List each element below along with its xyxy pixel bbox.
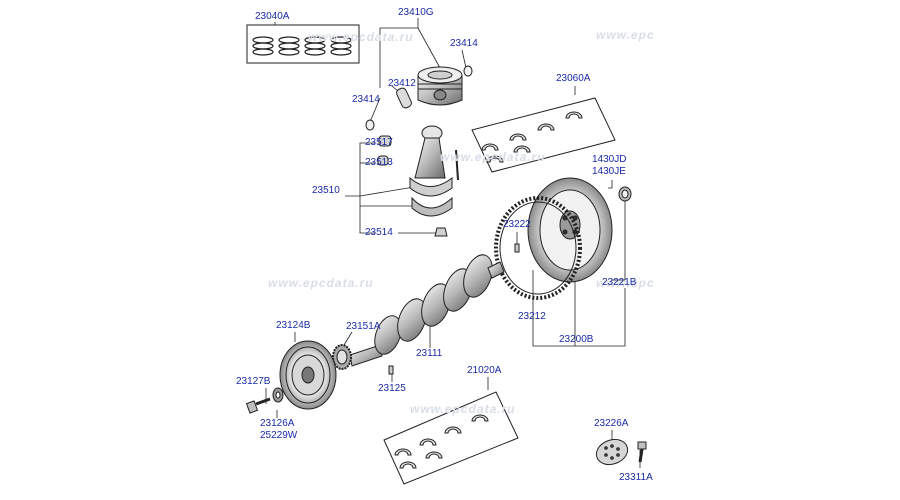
part-label-23514[interactable]: 23514: [365, 227, 393, 238]
part-label-23111[interactable]: 23111: [416, 348, 443, 359]
part-label-23200B[interactable]: 23200B: [559, 334, 594, 345]
piston: [417, 66, 463, 106]
watermark-text: www.epcdata.ru: [410, 402, 516, 416]
part-label-23410G[interactable]: 23410G: [398, 7, 434, 18]
part-label-23222[interactable]: 23222: [503, 219, 531, 230]
part-label-23124B[interactable]: 23124B: [276, 320, 311, 331]
part-label-23414-lower[interactable]: 23414: [352, 94, 380, 105]
part-label-1430JD[interactable]: 1430JD: [592, 154, 627, 165]
drive-plate: [595, 438, 629, 466]
part-label-1430JE[interactable]: 1430JE: [592, 166, 626, 177]
watermark-text: www.epcdata.ru: [308, 30, 414, 44]
dowel-pin: [514, 243, 520, 253]
part-label-21020A[interactable]: 21020A: [467, 365, 502, 376]
part-label-23151A[interactable]: 23151A: [346, 321, 381, 332]
crank-sprocket: [332, 344, 352, 370]
watermark-text: www.epc: [596, 276, 655, 290]
part-label-23127B[interactable]: 23127B: [236, 376, 271, 387]
snap-rings: [365, 65, 473, 131]
pulley-bolt: [245, 397, 271, 414]
key: [388, 365, 394, 375]
damper-pulley: [279, 340, 337, 410]
piston-rings: [252, 36, 352, 56]
bearing-set-upper: [471, 97, 616, 173]
part-label-23510[interactable]: 23510: [312, 185, 340, 196]
piston-ring-set-box: [246, 24, 360, 64]
bearing-set-lower: [383, 391, 519, 485]
part-label-23226A[interactable]: 23226A: [594, 418, 629, 429]
part-label-23414-upper[interactable]: 23414: [450, 38, 478, 49]
ring-gear: [494, 196, 582, 300]
part-label-23126A[interactable]: 23126A: [260, 418, 295, 429]
flywheel: [527, 177, 613, 283]
part-label-23517[interactable]: 23517: [365, 137, 393, 148]
drive-plate-bolt: [637, 441, 647, 463]
connecting-rod: [377, 125, 459, 237]
part-label-23125[interactable]: 23125: [378, 383, 406, 394]
part-label-23060A[interactable]: 23060A: [556, 73, 591, 84]
pilot-bushing: [618, 186, 632, 202]
part-label-23040A[interactable]: 23040A: [255, 11, 290, 22]
watermark-text: www.epcdata.ru: [268, 276, 374, 290]
part-label-23412[interactable]: 23412: [388, 78, 416, 89]
part-label-23311A[interactable]: 23311A: [619, 472, 653, 483]
part-label-23513[interactable]: 23513: [365, 157, 393, 168]
watermark-text: www.epcdata.ru: [440, 150, 546, 164]
part-label-23221B[interactable]: 23221B: [602, 277, 637, 288]
pulley-washer: [272, 387, 284, 403]
watermark-text: www.epc: [596, 28, 655, 42]
piston-pin: [396, 87, 412, 109]
part-label-23212[interactable]: 23212: [518, 311, 546, 322]
crankshaft: [349, 254, 505, 367]
part-label-25229W[interactable]: 25229W: [260, 430, 298, 441]
